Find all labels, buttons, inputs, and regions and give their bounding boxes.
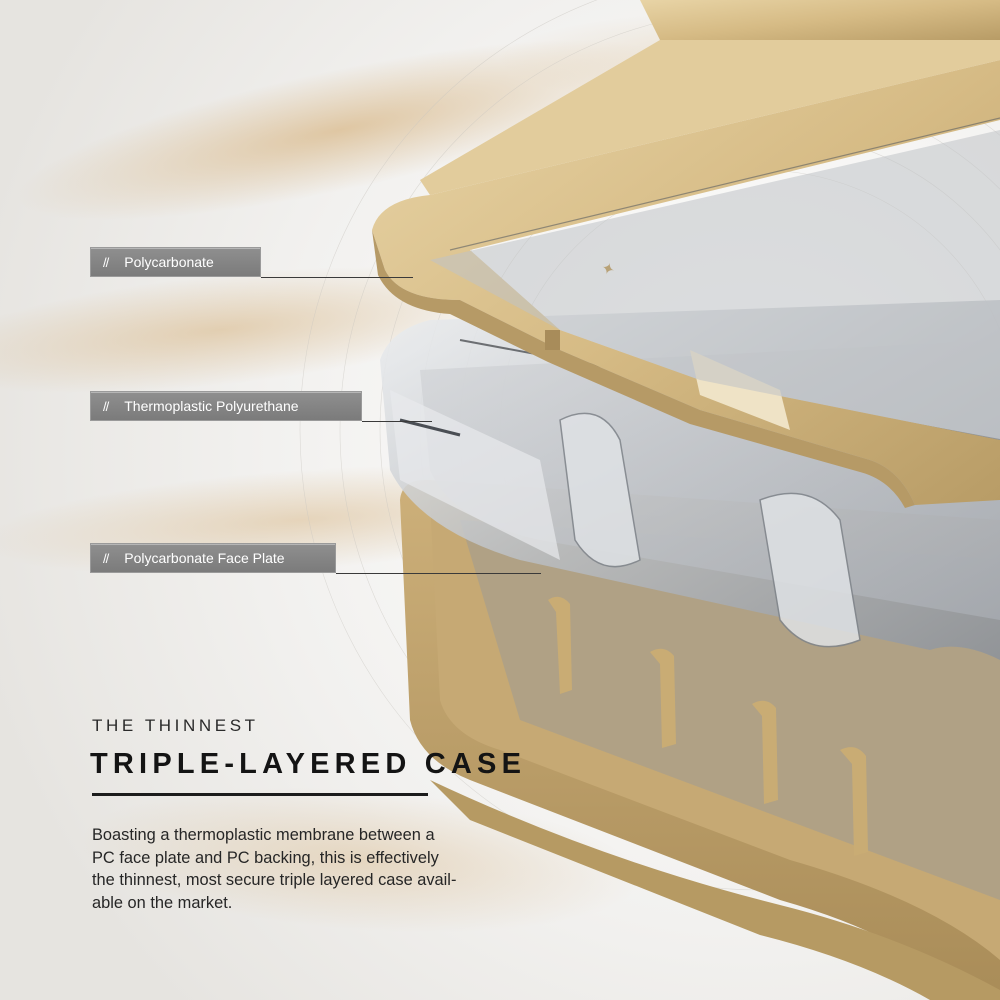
headline-underline <box>92 793 428 796</box>
callout-label: Thermoplastic Polyurethane <box>124 398 299 414</box>
callout-thermoplastic-polyurethane: // Thermoplastic Polyurethane <box>90 391 362 421</box>
body-line: the thinnest, most secure triple layered… <box>92 871 457 889</box>
body-line: PC face plate and PC backing, this is ef… <box>92 848 439 867</box>
callout-label: Polycarbonate Face Plate <box>124 550 285 566</box>
headline-kicker: THE THINNEST <box>92 716 259 735</box>
brand-mark-logo: ✦ <box>599 258 618 280</box>
polycarbonate-top-frame: ✦ <box>372 0 1000 508</box>
callout-slashes: // <box>103 398 109 414</box>
callout-leader-line <box>336 573 541 574</box>
body-line: able on the market. <box>92 893 233 912</box>
callout-polycarbonate: // Polycarbonate <box>90 247 261 277</box>
body-copy: Boasting a thermoplastic membrane betwee… <box>92 824 512 914</box>
callout-polycarbonate-face-plate: // Polycarbonate Face Plate <box>90 543 336 573</box>
callout-leader-line <box>362 421 432 422</box>
body-line: Boasting a thermoplastic membrane betwee… <box>92 826 435 844</box>
callout-label: Polycarbonate <box>124 254 214 270</box>
callout-slashes: // <box>103 254 109 270</box>
callout-leader-line <box>261 277 413 278</box>
polycarbonate-backing-layer <box>400 479 1000 1000</box>
callout-slashes: // <box>103 550 109 566</box>
headline: TRIPLE-LAYERED CASE <box>90 748 527 780</box>
